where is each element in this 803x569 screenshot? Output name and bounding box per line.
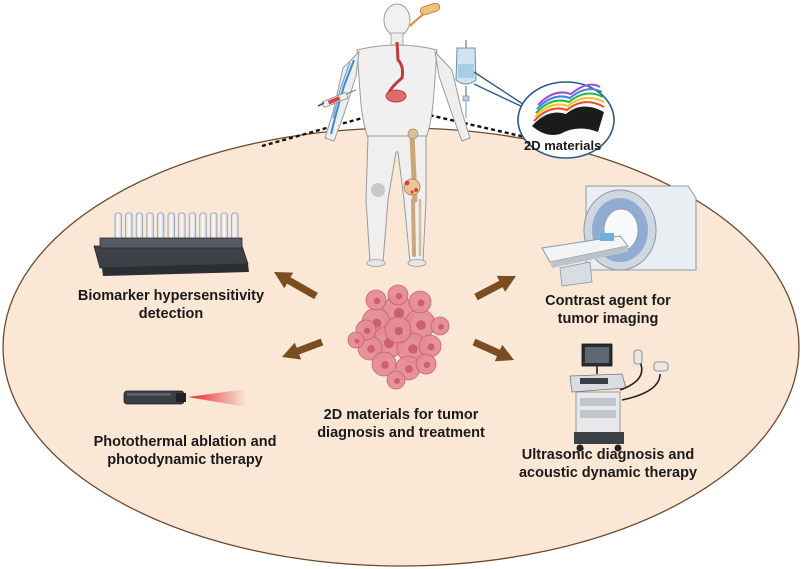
contrast-label-line1: Contrast agent for <box>545 293 671 309</box>
ultrasound-machine-icon <box>569 343 669 452</box>
syringe-icon <box>317 89 357 108</box>
ultrasonic-label: Ultrasonic diagnosis and acoustic dynami… <box>495 446 721 482</box>
biomarker-label-line1: Biomarker hypersensitivity <box>77 288 265 304</box>
arrow-to-contrast <box>474 275 516 301</box>
center-label-line1: 2D materials for tumor <box>323 407 479 423</box>
photothermal-label: Photothermal ablation and photodynamic t… <box>70 433 300 469</box>
tumor-cells-icon <box>347 284 450 390</box>
human-body-icon <box>324 3 471 267</box>
ultrasonic-label-line1: Ultrasonic diagnosis and <box>521 447 695 463</box>
photothermal-label-line1: Photothermal ablation and <box>93 434 277 450</box>
arrow-to-ultrasonic <box>472 338 514 362</box>
ultrasonic-label-line2: acoustic dynamic therapy <box>518 465 698 481</box>
materials-label: 2D materials <box>524 138 602 153</box>
biomarker-label-line2: detection <box>138 306 204 322</box>
contrast-label-line2: tumor imaging <box>557 311 659 327</box>
arrow-to-photothermal <box>282 338 324 360</box>
biomarker-label: Biomarker hypersensitivity detection <box>66 287 276 323</box>
mri-scanner-icon <box>541 185 697 287</box>
photothermal-label-line2: photodynamic therapy <box>107 452 263 468</box>
nanosheet-stack-icon <box>532 83 605 135</box>
arrow-to-biomarker <box>274 272 318 300</box>
contrast-label: Contrast agent for tumor imaging <box>518 292 698 328</box>
center-label-line2: diagnosis and treatment <box>317 425 485 441</box>
iv-bag-icon <box>455 40 477 118</box>
capsule-icon <box>409 2 441 27</box>
dashed-connector-right <box>415 110 526 139</box>
center-label: 2D materials for tumor diagnosis and tre… <box>296 406 506 442</box>
arrows <box>274 272 516 362</box>
test-tube-rack-icon <box>93 212 249 276</box>
laser-pointer-icon <box>123 389 246 407</box>
